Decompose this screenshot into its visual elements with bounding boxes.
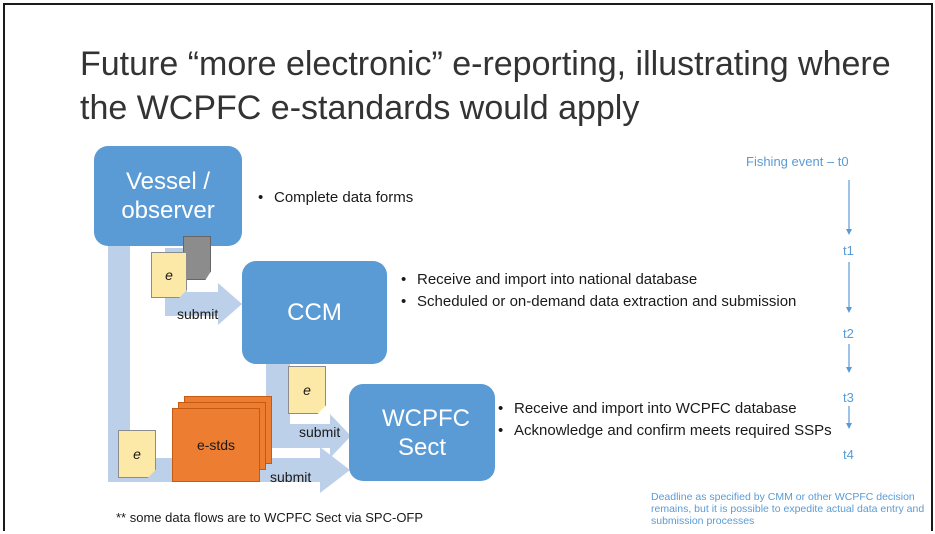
ccm-bullet: Scheduled or on-demand data extraction a… (399, 292, 799, 311)
doc-label: e (165, 267, 173, 283)
submit-label-3: submit (270, 469, 312, 485)
timeline-arrowhead (846, 367, 852, 373)
wcpfc-bullet: Receive and import into WCPFC database (496, 399, 866, 418)
doc-label: e (303, 382, 311, 398)
estds-label: e-stds (196, 437, 236, 453)
ccm-bullets: Receive and import into national databas… (399, 270, 799, 314)
timeline-start: Fishing event – t0 (746, 154, 849, 169)
ccm-label: CCM (287, 298, 342, 326)
footnote: ** some data flows are to WCPFC Sect via… (116, 510, 424, 525)
wcpfc-sect-box: WCPFC Sect (349, 384, 495, 481)
timeline-arrowhead (846, 229, 852, 235)
flow-arrow-vessel-ccm (165, 283, 242, 325)
estds-document: e-stds (172, 408, 260, 482)
vessel-bullet: Complete data forms (256, 188, 516, 207)
flow-arrow-ccm-wcpfc (266, 414, 351, 458)
doc-label: e (133, 446, 141, 462)
timeline-tick: t2 (843, 326, 854, 341)
wcpfc-sect-label: WCPFC Sect (382, 404, 470, 461)
slide-frame (3, 3, 932, 531)
wcpfc-bullet: Acknowledge and confirm meets required S… (496, 421, 866, 440)
deadline-note: Deadline as specified by CMM or other WC… (651, 491, 925, 527)
slide-frame-right (931, 3, 933, 531)
timeline-tick: t1 (843, 243, 854, 258)
vessel-observer-box: Vessel / observer (94, 146, 242, 246)
ccm-bullet: Receive and import into national databas… (399, 270, 799, 289)
e-document-vessel: e (151, 252, 187, 298)
ccm-box: CCM (242, 261, 387, 364)
slide-title: Future “more electronic” e-reporting, il… (80, 45, 891, 127)
timeline-arrowhead (846, 307, 852, 313)
e-document-ccm: e (288, 366, 326, 414)
vessel-observer-label: Vessel / observer (121, 168, 215, 224)
flow-arrow-vessel-wcpfc-stem (108, 246, 130, 468)
wcpfc-bullets: Receive and import into WCPFC database A… (496, 399, 866, 443)
submit-label-1: submit (177, 306, 219, 322)
e-document-bottom: e (118, 430, 156, 478)
submit-label-2: submit (299, 424, 341, 440)
timeline-tick: t3 (843, 390, 854, 405)
vessel-bullets: Complete data forms (256, 188, 516, 210)
timeline-tick: t4 (843, 447, 854, 462)
timeline-arrowhead (846, 423, 852, 429)
